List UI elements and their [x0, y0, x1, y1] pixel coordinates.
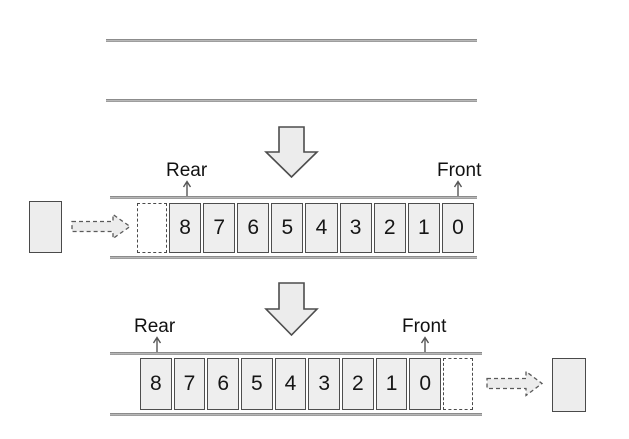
queue-cell: 3 — [339, 203, 372, 253]
front-pointer-up-arrow-icon — [420, 336, 430, 354]
queue-cell: 1 — [375, 358, 408, 410]
down-arrow-icon — [264, 282, 319, 337]
front-label: Front — [437, 160, 482, 181]
dequeue-queue-cells: 8 7 6 5 4 3 2 1 0 — [140, 358, 442, 410]
enqueue-queue-cells: 8 7 6 5 4 3 2 1 0 — [169, 203, 474, 253]
queue-cell: 6 — [207, 358, 240, 410]
empty-slot-front — [443, 358, 473, 410]
empty-queue-top-line — [106, 39, 477, 42]
queue-cell: 1 — [407, 203, 440, 253]
queue-cell: 5 — [271, 203, 304, 253]
rear-label: Rear — [166, 160, 208, 181]
rear-pointer-up-arrow-icon — [182, 180, 192, 198]
queue-cell: 7 — [173, 358, 206, 410]
down-arrow-icon — [264, 126, 319, 179]
outgoing-item-box — [552, 358, 586, 412]
enqueue-queue-top-line — [110, 196, 477, 199]
dequeue-dashed-right-arrow-icon — [486, 370, 544, 397]
dequeue-queue-top-line — [110, 352, 482, 355]
dequeue-queue-bottom-line — [110, 413, 482, 416]
incoming-item-box — [29, 201, 62, 253]
queue-cell: 0 — [409, 358, 442, 410]
queue-cell: 4 — [274, 358, 307, 410]
queue-cell: 4 — [305, 203, 338, 253]
queue-cell: 8 — [140, 358, 172, 410]
empty-slot-rear — [137, 203, 167, 253]
queue-cell: 8 — [169, 203, 202, 253]
empty-queue-bottom-line — [106, 99, 477, 102]
front-label: Front — [402, 316, 447, 337]
queue-cell: 2 — [342, 358, 374, 410]
enqueue-dashed-right-arrow-icon — [71, 213, 132, 240]
queue-cell: 2 — [373, 203, 406, 253]
rear-label: Rear — [134, 316, 176, 337]
queue-cell: 3 — [308, 358, 341, 410]
queue-cell: 7 — [203, 203, 236, 253]
front-pointer-up-arrow-icon — [453, 180, 463, 198]
enqueue-queue-bottom-line — [110, 256, 477, 259]
queue-cell: 0 — [441, 203, 474, 253]
queue-cell: 5 — [241, 358, 273, 410]
rear-pointer-up-arrow-icon — [152, 336, 162, 354]
queue-cell: 6 — [237, 203, 270, 253]
